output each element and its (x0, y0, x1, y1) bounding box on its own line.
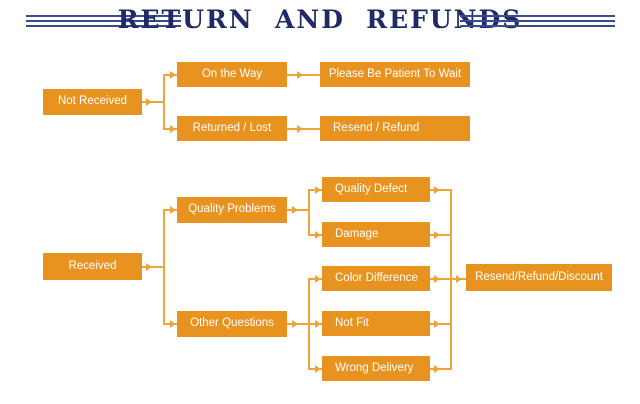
arrow-to-on-the-way (170, 71, 176, 79)
connector-color-difference-out (430, 278, 452, 280)
node-please-be-patient-to-wait[interactable]: Please Be Patient To Wait (320, 62, 470, 87)
arrow-to-quality-problems (170, 206, 176, 214)
connector-other-questions-to-bus (301, 323, 310, 325)
header-rule-line (460, 15, 615, 17)
node-resend-refund[interactable]: Resend / Refund (320, 116, 470, 141)
arrow-merge-to-final (456, 275, 462, 283)
arrow-wrong-delivery-out (434, 365, 440, 373)
header-rule-line (26, 25, 181, 27)
connector-received-to-bus (155, 266, 165, 268)
connector-wrong-delivery-out (430, 368, 452, 370)
arrow-returned-lost-to-resend (297, 125, 303, 133)
header-rule-left (26, 15, 181, 28)
arrow-received-out (146, 263, 152, 271)
arrow-quality-defect-out (434, 186, 440, 194)
header-rule-line (26, 15, 181, 17)
arrow-to-returned-lost (170, 125, 176, 133)
node-quality-problems[interactable]: Quality Problems (177, 197, 287, 223)
connector-not-received-to-bus (155, 101, 165, 103)
header-rule-right (460, 15, 615, 28)
node-wrong-delivery[interactable]: Wrong Delivery (322, 356, 430, 381)
connector-quality-problems-to-bus (301, 209, 310, 211)
arrow-to-damage (315, 231, 321, 239)
arrow-to-quality-defect (315, 186, 321, 194)
node-on-the-way[interactable]: On the Way (177, 62, 287, 87)
arrow-quality-problems-out (292, 206, 298, 214)
connector-quality-problems-bus (308, 189, 310, 235)
arrow-to-wrong-delivery (315, 365, 321, 373)
node-resend-refund-discount[interactable]: Resend/Refund/Discount (466, 264, 612, 291)
connector-on-the-way-to-wait (287, 74, 320, 76)
header-rule-line (460, 25, 615, 27)
connector-not-fit-out (430, 323, 452, 325)
arrow-damage-out (434, 231, 440, 239)
node-returned-lost[interactable]: Returned / Lost (177, 116, 287, 141)
arrow-to-other-questions (170, 320, 176, 328)
connector-returned-lost-to-resend (287, 128, 320, 130)
header-rule-line (460, 20, 615, 22)
connector-damage-out (430, 234, 452, 236)
arrow-to-not-fit (315, 320, 321, 328)
arrow-color-difference-out (434, 275, 440, 283)
arrow-not-fit-out (434, 320, 440, 328)
header-rule-line (26, 20, 181, 22)
node-color-difference[interactable]: Color Difference (322, 266, 430, 291)
node-other-questions[interactable]: Other Questions (177, 311, 287, 337)
node-not-fit[interactable]: Not Fit (322, 311, 430, 336)
arrow-not-received-out (146, 98, 152, 106)
node-quality-defect[interactable]: Quality Defect (322, 177, 430, 202)
node-received[interactable]: Received (43, 253, 142, 280)
arrow-on-the-way-to-wait (297, 71, 303, 79)
page-title: RETURN AND REFUNDS (117, 5, 523, 34)
arrow-other-questions-out (292, 320, 298, 328)
arrow-to-color-difference (315, 275, 321, 283)
connector-quality-defect-out (430, 189, 452, 191)
node-not-received[interactable]: Not Received (43, 89, 142, 115)
node-damage[interactable]: Damage (322, 222, 430, 247)
slide-header: RETURN AND REFUNDS (0, 0, 640, 46)
